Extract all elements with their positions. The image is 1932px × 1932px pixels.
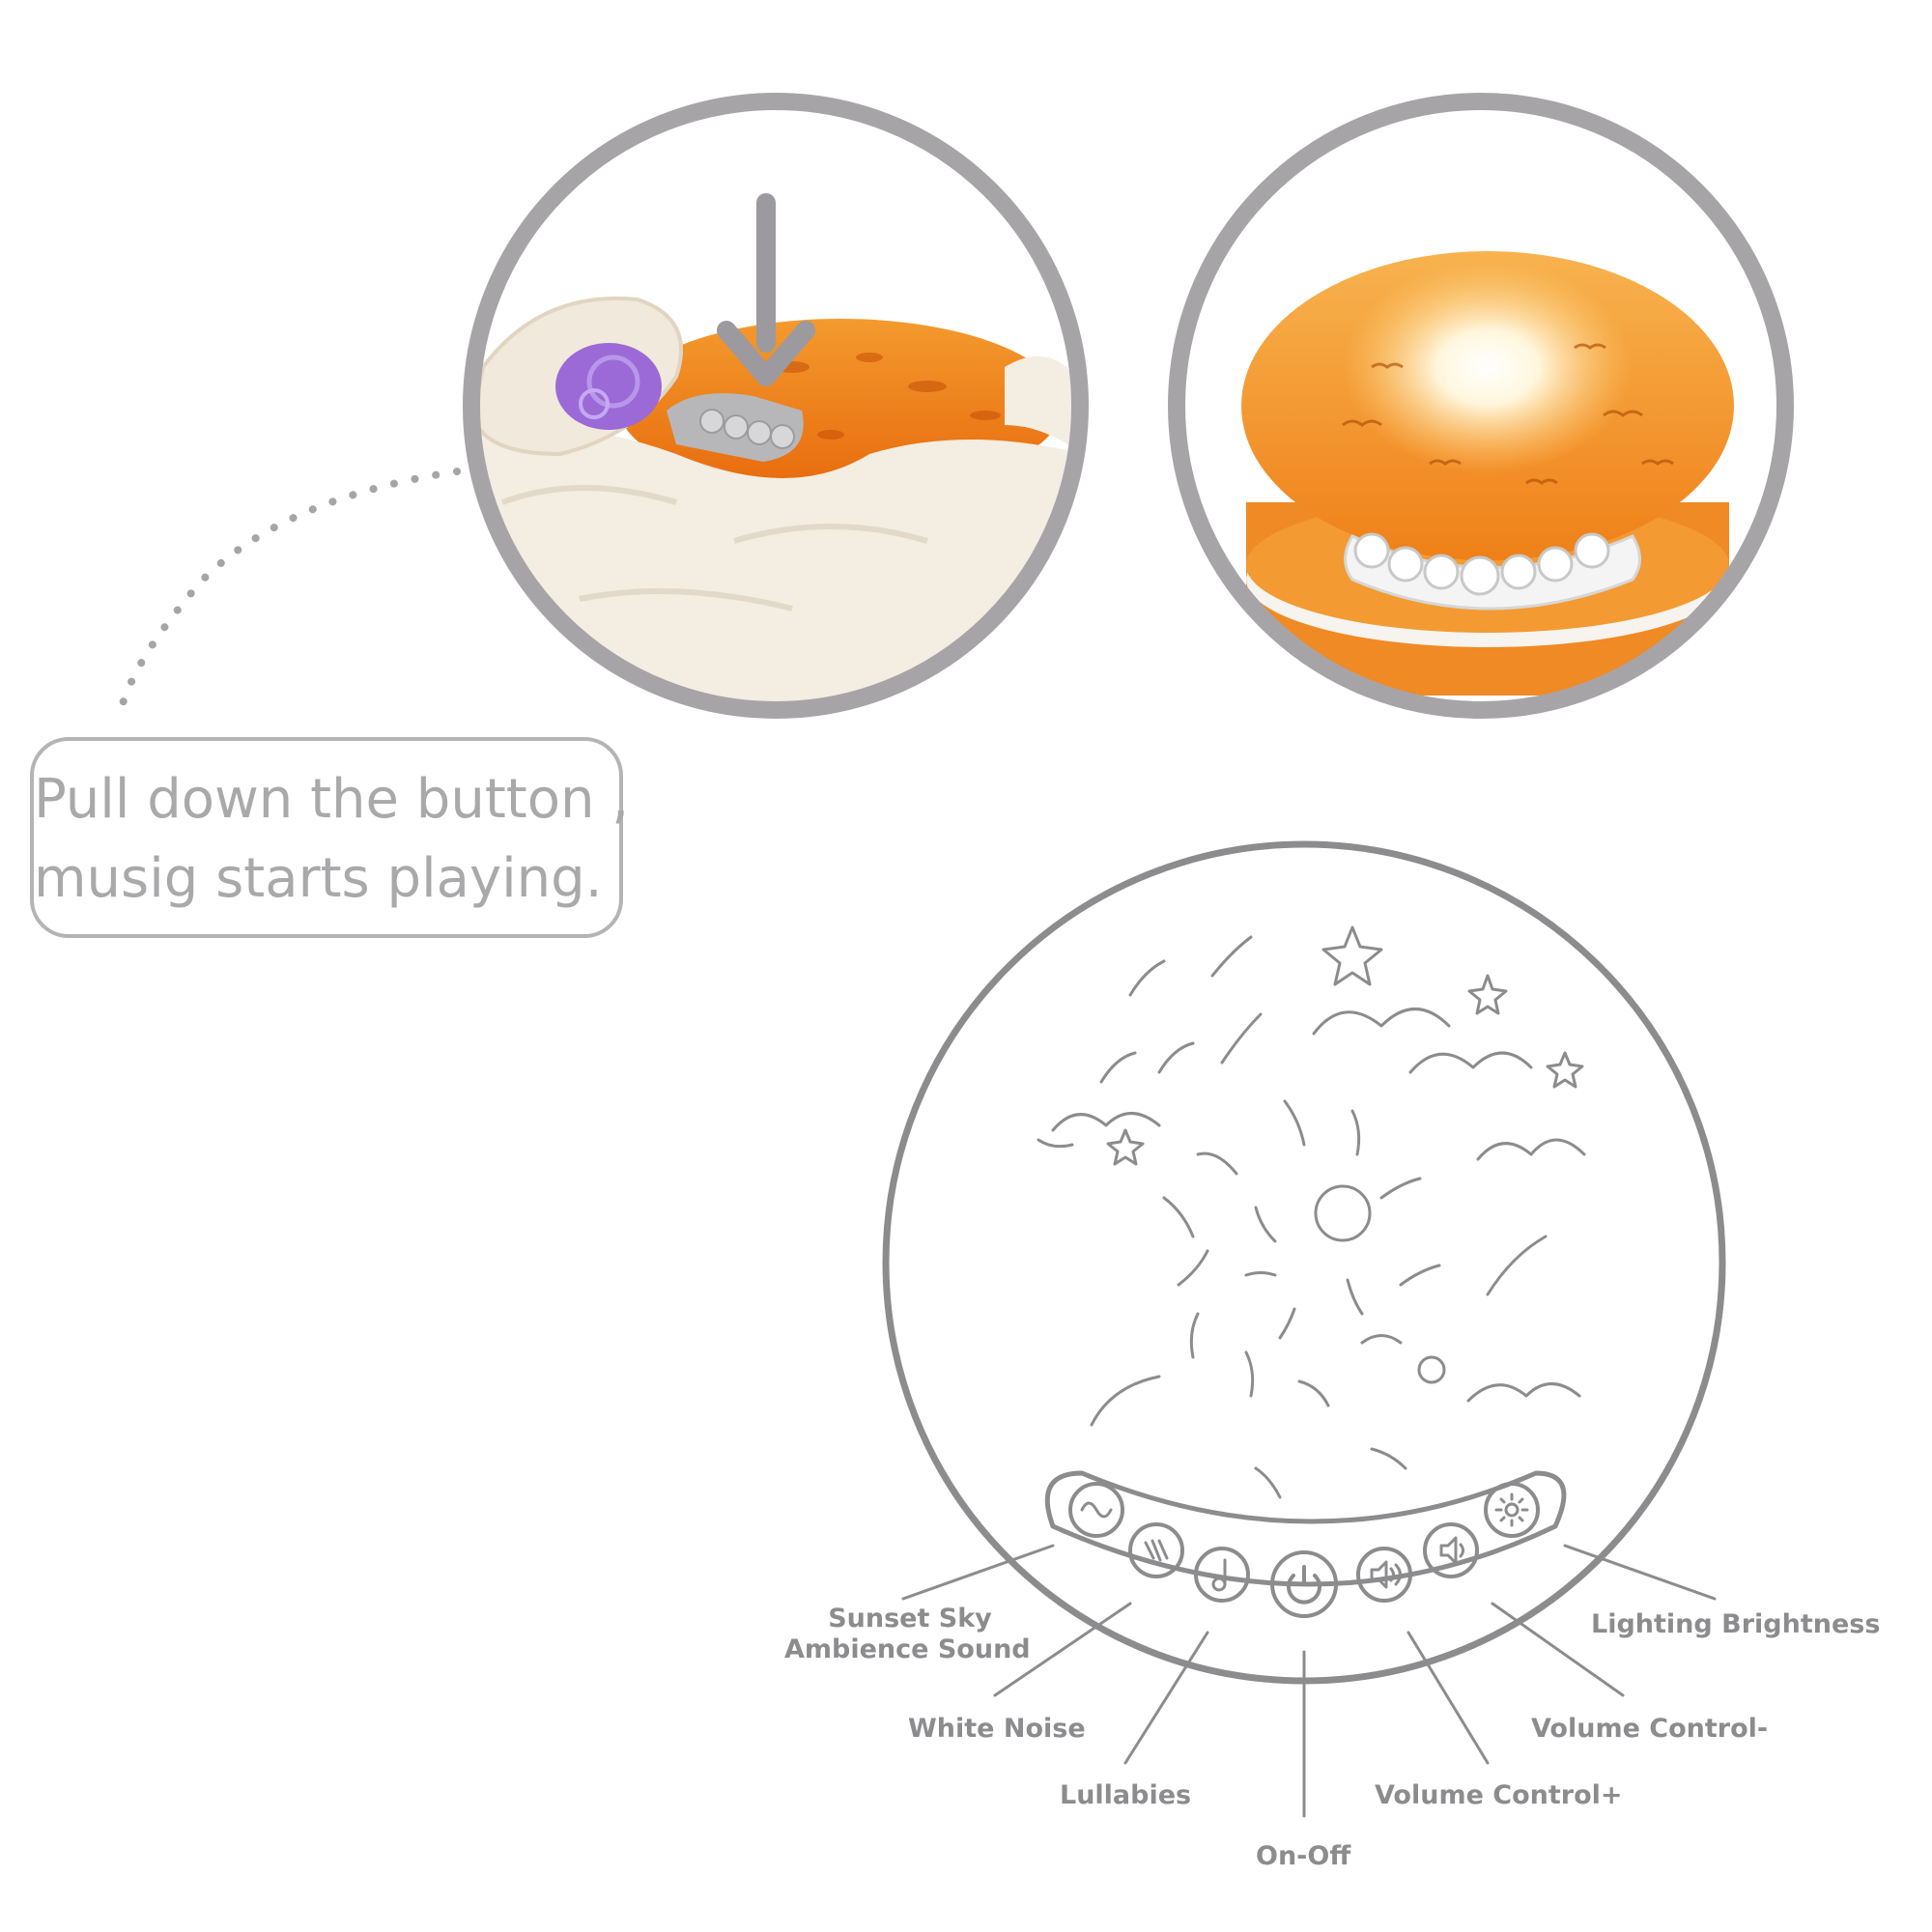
music-note-icon [1211,1558,1227,1592]
down-arrow-icon [717,193,815,386]
brightness-button[interactable] [1484,1482,1540,1538]
volume-down-button[interactable] [1423,1522,1479,1578]
control-band [1044,1470,1567,1587]
callout-line-2: musig starts playing. [34,847,603,910]
label-white-noise: White Noise [908,1714,1086,1744]
photo-frame-left [463,93,1089,719]
volume-up-icon [1370,1560,1402,1589]
label-on-off: On-Off [1256,1841,1351,1871]
photo-frame-right [1168,93,1794,719]
volume-down-icon [1439,1536,1464,1565]
dotted-connector [117,465,482,714]
sunset-sky-button[interactable] [1068,1482,1124,1538]
instruction-callout: Pull down the button , musig starts play… [30,737,630,938]
projector-diagram [882,840,1726,1818]
label-sunset-sky-line2: Ambience Sound [784,1634,1031,1664]
label-lighting-brightness: Lighting Brightness [1591,1609,1881,1639]
white-noise-button[interactable] [1128,1522,1184,1578]
leader-lines [901,1544,1717,1818]
plush-body [471,427,1080,710]
photo-projector-glowing [1168,93,1794,719]
brightness-sun-icon [1494,1492,1529,1527]
volume-up-button[interactable] [1356,1547,1412,1603]
callout-line-1: Pull down the button , [34,768,630,831]
label-volume-down: Volume Control- [1531,1714,1769,1744]
label-volume-up: Volume Control+ [1375,1780,1623,1810]
power-icon [1287,1565,1321,1605]
label-lullabies: Lullabies [1060,1780,1192,1810]
on-off-button[interactable] [1270,1550,1338,1618]
label-sunset-sky-line1: Sunset Sky [828,1604,992,1634]
lullabies-button[interactable] [1194,1547,1250,1603]
photo-plush-projector [463,93,1089,719]
white-noise-icon [1144,1539,1169,1562]
dome-pattern [1037,925,1586,1499]
label-sunset-sky: Sunset Sky Ambience Sound [784,1604,1031,1665]
sunset-wave-icon [1080,1501,1113,1519]
